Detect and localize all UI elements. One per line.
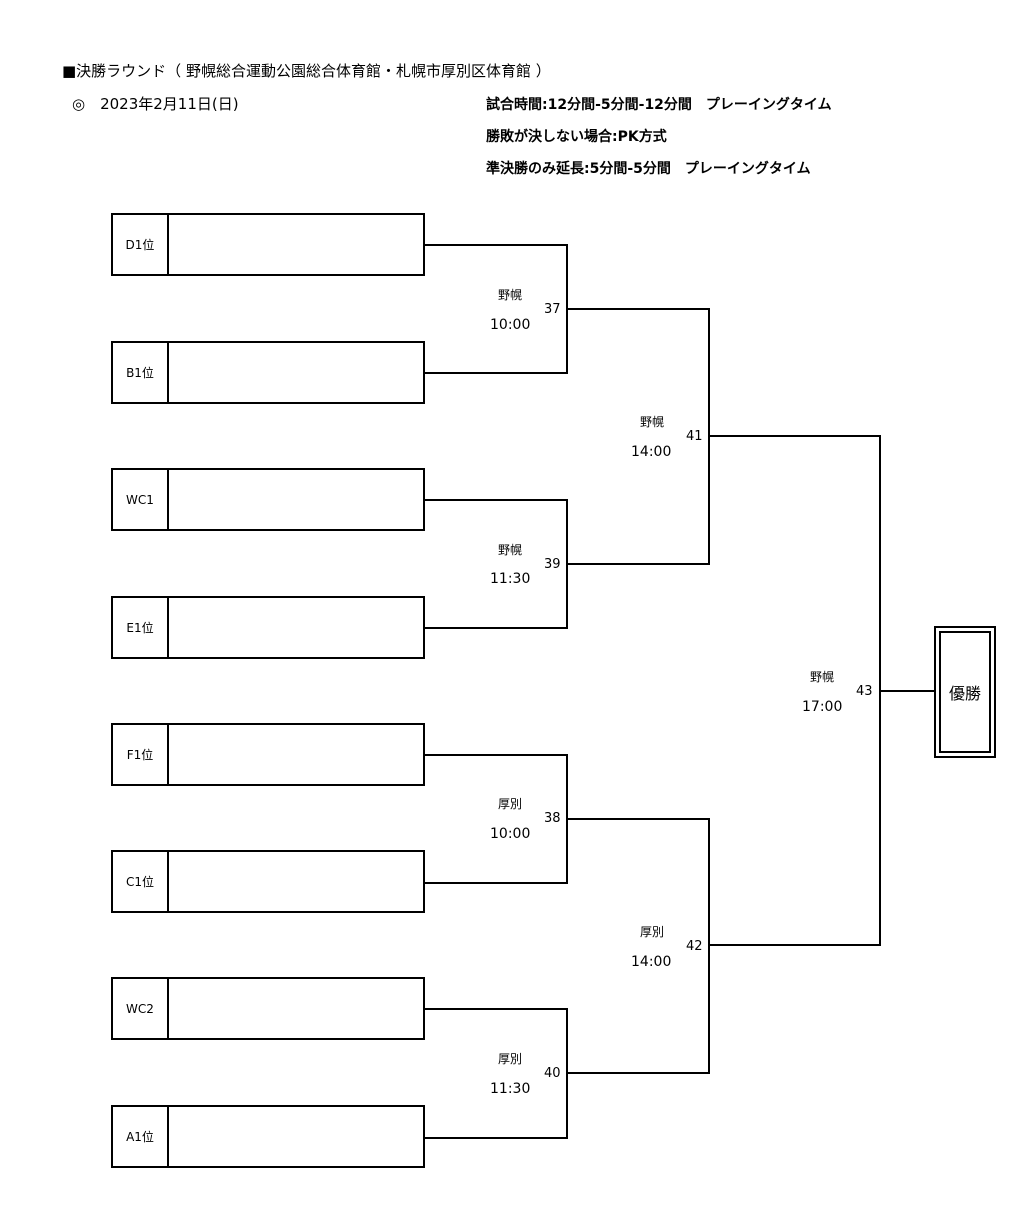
match-time: 11:30: [490, 1081, 531, 1097]
team-seed: C1位: [113, 852, 169, 911]
bracket-line: [425, 627, 568, 629]
bracket-line: [425, 372, 568, 374]
team-seed: B1位: [113, 343, 169, 402]
match-time: 14:00: [631, 954, 672, 970]
bracket-line: [566, 1072, 710, 1074]
rule-match-time: 試合時間:12分間-5分間-12分間 プレーイングタイム: [486, 97, 832, 113]
team-slot: E1位: [111, 596, 425, 659]
page-title: ■決勝ラウンド（ 野幌総合運動公園総合体育館・札幌市厚別区体育館 ）: [62, 62, 551, 80]
team-seed: A1位: [113, 1107, 169, 1166]
team-name: [171, 598, 423, 657]
team-seed: WC1: [113, 470, 169, 529]
match-number: 43: [856, 684, 873, 699]
bracket-line: [566, 818, 710, 820]
bracket-line: [708, 818, 710, 1074]
match-time: 10:00: [490, 826, 531, 842]
team-name: [171, 343, 423, 402]
bracket-line: [708, 944, 881, 946]
match-venue: 野幌: [640, 415, 665, 429]
team-seed: WC2: [113, 979, 169, 1038]
champion-label: 優勝: [939, 631, 991, 753]
rule-extra-time: 準決勝のみ延長:5分間-5分間 プレーイングタイム: [486, 161, 811, 177]
team-name: [171, 215, 423, 274]
bracket-line: [566, 308, 710, 310]
bracket-line: [708, 435, 881, 437]
bracket-line: [425, 754, 568, 756]
bracket-line: [425, 1137, 568, 1139]
team-seed: E1位: [113, 598, 169, 657]
team-slot: D1位: [111, 213, 425, 276]
bracket-line: [566, 563, 710, 565]
bracket-line: [425, 882, 568, 884]
team-slot: F1位: [111, 723, 425, 786]
match-number: 37: [544, 302, 561, 317]
match-venue: 野幌: [810, 670, 835, 684]
match-number: 41: [686, 429, 703, 444]
match-number: 42: [686, 939, 703, 954]
team-name: [171, 470, 423, 529]
team-seed: F1位: [113, 725, 169, 784]
team-name: [171, 725, 423, 784]
bracket-line: [425, 499, 568, 501]
match-number: 38: [544, 811, 561, 826]
team-slot: C1位: [111, 850, 425, 913]
match-venue: 厚別: [498, 1052, 523, 1066]
match-venue: 野幌: [498, 288, 523, 302]
rule-tiebreak: 勝敗が決しない場合:PK方式: [486, 129, 667, 145]
team-seed: D1位: [113, 215, 169, 274]
match-number: 40: [544, 1066, 561, 1081]
match-time: 17:00: [802, 699, 843, 715]
match-venue: 厚別: [640, 925, 665, 939]
match-time: 11:30: [490, 571, 531, 587]
match-time: 10:00: [490, 317, 531, 333]
bracket-line: [425, 1008, 568, 1010]
match-venue: 野幌: [498, 543, 523, 557]
team-name: [171, 852, 423, 911]
bracket-line: [425, 244, 568, 246]
champion-box: 優勝: [934, 626, 996, 758]
team-name: [171, 1107, 423, 1166]
team-name: [171, 979, 423, 1038]
team-slot: B1位: [111, 341, 425, 404]
match-venue: 厚別: [498, 797, 523, 811]
match-time: 14:00: [631, 444, 672, 460]
bracket-line: [879, 690, 934, 692]
event-date: ◎ 2023年2月11日(日): [72, 95, 239, 113]
team-slot: WC2: [111, 977, 425, 1040]
team-slot: WC1: [111, 468, 425, 531]
match-number: 39: [544, 557, 561, 572]
team-slot: A1位: [111, 1105, 425, 1168]
